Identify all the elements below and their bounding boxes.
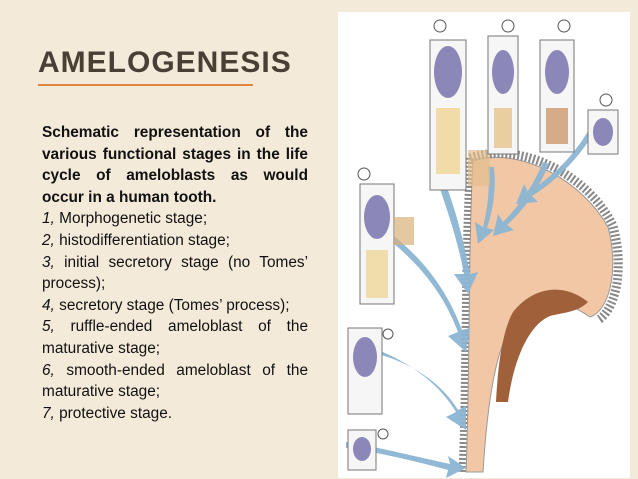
stage-item-5: 5, ruffle-ended ameloblast of the matura…	[42, 318, 308, 357]
stage-cell-7	[587, 93, 619, 155]
stage-item-1: 1, Morphogenetic stage;	[42, 210, 208, 228]
caption-lead: Schematic representation of the various …	[42, 124, 308, 206]
stage-item-7: 7, protective stage.	[42, 404, 173, 422]
arrow-3	[436, 174, 478, 294]
slide-title: AMELOGENESIS	[38, 46, 292, 79]
arrow-2	[382, 230, 470, 352]
ameloblast-layer	[468, 149, 623, 324]
arrow-4	[475, 167, 495, 244]
stage-cell-6	[539, 19, 575, 153]
stage-cell-1	[347, 428, 389, 471]
title-underline	[38, 84, 253, 86]
arrow-1	[378, 350, 466, 430]
stage-cell-2	[347, 327, 394, 415]
stage-item-6: 6, smooth-ended ameloblast of the matura…	[42, 361, 308, 401]
stage-cell-4	[429, 19, 490, 191]
enamel-layer	[496, 289, 588, 402]
stage-item-3: 3, initial secretory stage (no Tomes’ pr…	[42, 253, 308, 293]
ameloblast-life-cycle-diagram	[338, 12, 630, 478]
stage-cell-3	[357, 167, 414, 305]
arrow-5	[493, 162, 549, 236]
diagram-svg	[346, 19, 623, 478]
ameloblast-layer-lower	[458, 157, 474, 473]
stage-cell-5	[487, 19, 519, 155]
stage-item-2: 2, histodifferentiation stage;	[42, 231, 230, 249]
caption-text: Schematic representation of the various …	[42, 122, 308, 424]
stage-item-4: 4, secretory stage (Tomes’ process);	[42, 296, 290, 314]
